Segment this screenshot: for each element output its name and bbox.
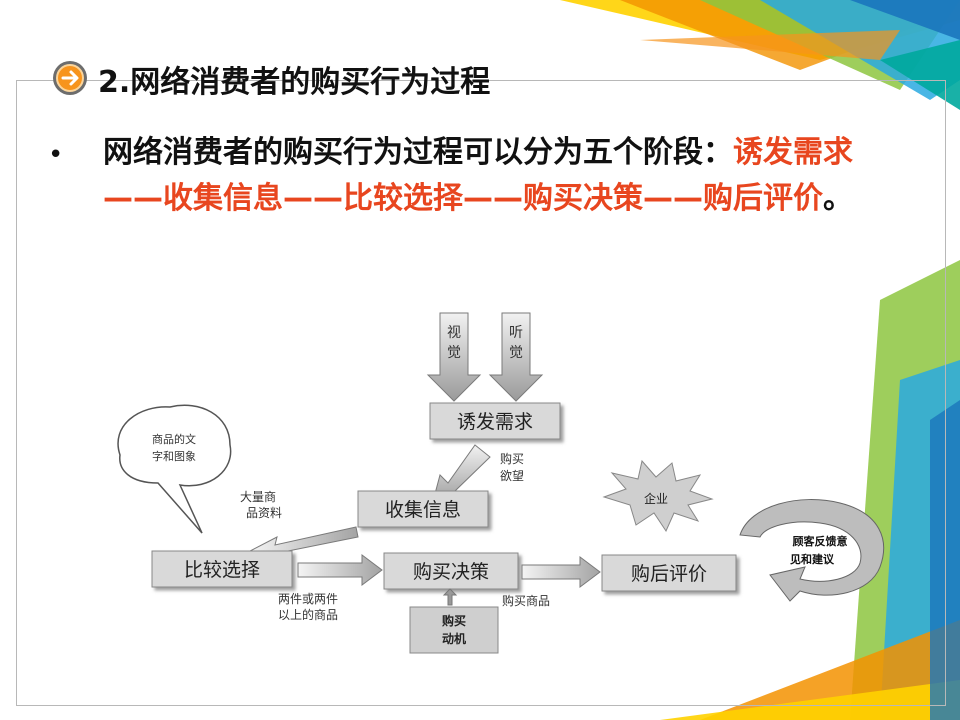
- arrow-right-circle-icon: [52, 60, 88, 96]
- slide-title: 2.网络消费者的购买行为过程: [98, 57, 490, 101]
- buying-process-diagram: 视 觉 听 觉 诱发需求 购买 欲望 收集信息 大量商 品资料 商品的文 字和图…: [100, 305, 900, 665]
- feedback-label-1: 顾客反馈意: [793, 534, 848, 548]
- body-suffix: 。: [823, 181, 853, 216]
- bubble-label-1: 商品的文: [152, 432, 196, 446]
- motive-label-2: 动机: [442, 631, 466, 646]
- desire-label-2: 欲望: [500, 469, 524, 483]
- info-material-label-1: 大量商: [240, 489, 276, 504]
- hearing-label-2: 觉: [509, 345, 523, 361]
- hearing-label-1: 听: [509, 325, 523, 341]
- items-label-1: 两件或两件: [278, 592, 338, 606]
- visual-label-2: 觉: [447, 345, 461, 361]
- items-label-2: 以上的商品: [278, 607, 338, 622]
- buy-goods-label: 购买商品: [502, 593, 550, 608]
- info-material-label-2: 品资料: [246, 506, 282, 520]
- stage-compare-label: 比较选择: [184, 559, 260, 581]
- feedback-loop-arrow: [740, 500, 884, 601]
- stage-decide-label: 购买决策: [413, 561, 489, 583]
- body-paragraph: 网络消费者的购买行为过程可以分为五个阶段：诱发需求——收集信息——比较选择——购…: [103, 130, 883, 222]
- enterprise-label: 企业: [644, 491, 668, 506]
- feedback-label-2: 见和建议: [790, 552, 835, 566]
- desire-label-1: 购买: [500, 451, 524, 466]
- stage-info-label: 收集信息: [385, 499, 461, 521]
- compare-to-decide-arrow: [298, 555, 382, 585]
- bubble-label-2: 字和图象: [152, 449, 196, 463]
- decide-to-post-arrow: [522, 557, 600, 587]
- bullet-marker: •: [48, 140, 63, 170]
- motive-label-1: 购买: [442, 613, 466, 628]
- motive-up-arrow: [444, 589, 456, 605]
- stage-need-label: 诱发需求: [457, 411, 533, 433]
- body-prefix: 网络消费者的购买行为过程可以分为五个阶段：: [103, 135, 733, 170]
- visual-label-1: 视: [447, 325, 461, 341]
- stage-post-label: 购后评价: [631, 563, 707, 585]
- product-info-bubble: [118, 405, 231, 533]
